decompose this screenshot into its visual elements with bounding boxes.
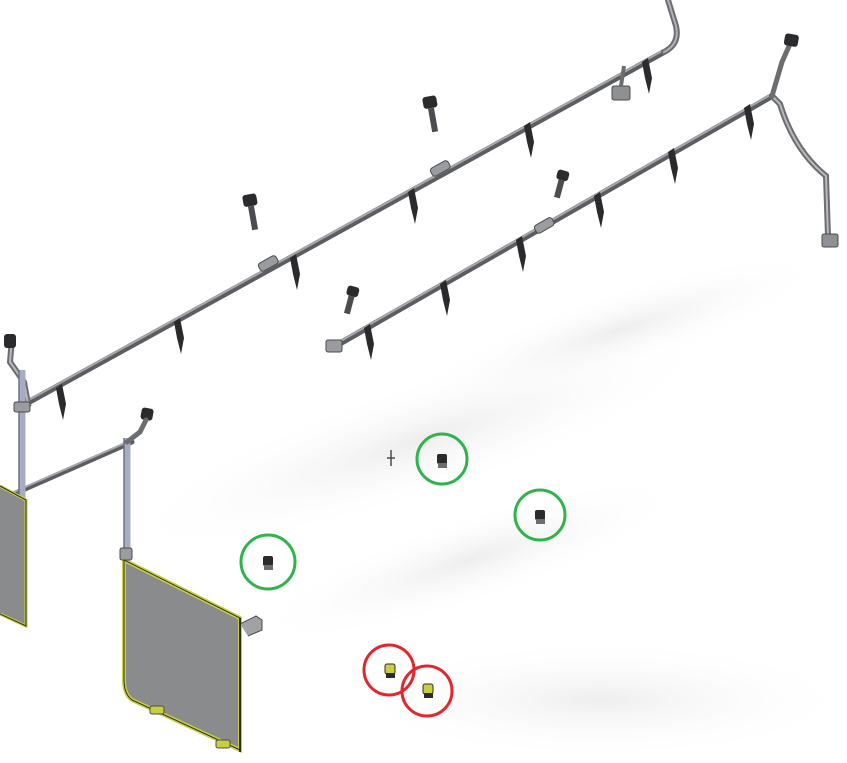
floor-shadows [115,252,847,760]
fastener-base [264,565,273,570]
panel-foot [215,739,231,749]
fastener-base [424,693,433,698]
strap-hangers [364,104,754,360]
strap-loop [524,122,534,158]
grab-handle [4,334,16,348]
panel-side-mount [239,615,263,637]
handle-head [140,407,154,421]
shadow-blob [340,640,847,760]
partition-panel-left-partial [0,484,28,629]
strap-loop [642,58,652,94]
grab-handle [783,33,799,47]
bracket-stem [619,65,626,87]
red-circle-2[interactable] [400,664,454,718]
mount-bracket [611,85,631,101]
fastener-ok [535,510,545,524]
handle-shaft [428,107,439,133]
handle-head [242,193,258,207]
strap-loop [668,148,678,184]
fastener-body [422,683,434,695]
shadow-blob [250,477,690,643]
panel-foot [149,705,165,715]
grab-handle [422,95,439,133]
strap-hangers [56,58,652,420]
panel-glass [0,486,26,626]
handle-shaft [553,179,565,199]
panel-frame-outline [123,559,241,751]
rail-end-bend [771,95,829,237]
post-top-bend [124,417,149,445]
panel-glass [124,560,240,750]
highlight-markers [239,432,567,718]
fastener-body [384,663,396,675]
fastener-body [437,454,447,464]
partition-panel-center [119,547,263,754]
fastener-issue [384,663,396,678]
rail-joint [13,401,31,413]
rail-joint [533,217,555,234]
strap-loop [408,188,418,224]
loose-grab-handles [4,33,799,421]
rail-end-bend [663,0,678,53]
grab-handle [140,407,154,421]
panel-frame-outline [0,485,27,627]
fastener-base [438,463,447,468]
rail-joint [429,160,451,177]
rail-end-bend [769,41,793,99]
rail-joint [257,255,279,272]
strap-loop [744,104,754,140]
fastener-issue [422,683,434,698]
strap-loop [174,318,184,354]
grab-handle [242,193,259,231]
strap-loop [594,192,604,228]
handle-head [346,285,360,298]
mount-bracket [325,339,343,353]
fastener-ok [437,454,447,468]
strap-loop [290,254,300,290]
fastener-body [535,510,545,520]
fastener-ok [263,556,273,570]
green-circle-3[interactable] [239,533,297,591]
handle-shaft [248,205,259,231]
fastener-base [536,519,545,524]
handle-shaft [343,295,355,315]
handle-head [4,334,16,348]
strap-loop [516,236,526,272]
grab-handle [553,169,570,199]
fastener-base [386,673,395,678]
rail-short-middle [325,41,839,360]
handle-head [422,95,438,109]
rail-tube [15,49,667,411]
panel-corner-bracket [119,547,133,561]
strap-loop [440,280,450,316]
fastener-body [263,556,273,566]
rail-end-bend [769,93,831,239]
mount-bracket [821,233,839,248]
shadow-blob [410,252,830,408]
strap-loop [56,384,66,420]
green-circle-1[interactable] [415,432,469,486]
handle-head [556,169,570,182]
grab-handle [343,285,360,315]
small-pin-part [387,450,395,466]
green-circle-2[interactable] [513,488,567,542]
rail-tube-highlight [17,49,665,407]
fastener-parts [263,454,545,698]
strap-loop [364,324,374,360]
handle-head [783,33,799,47]
